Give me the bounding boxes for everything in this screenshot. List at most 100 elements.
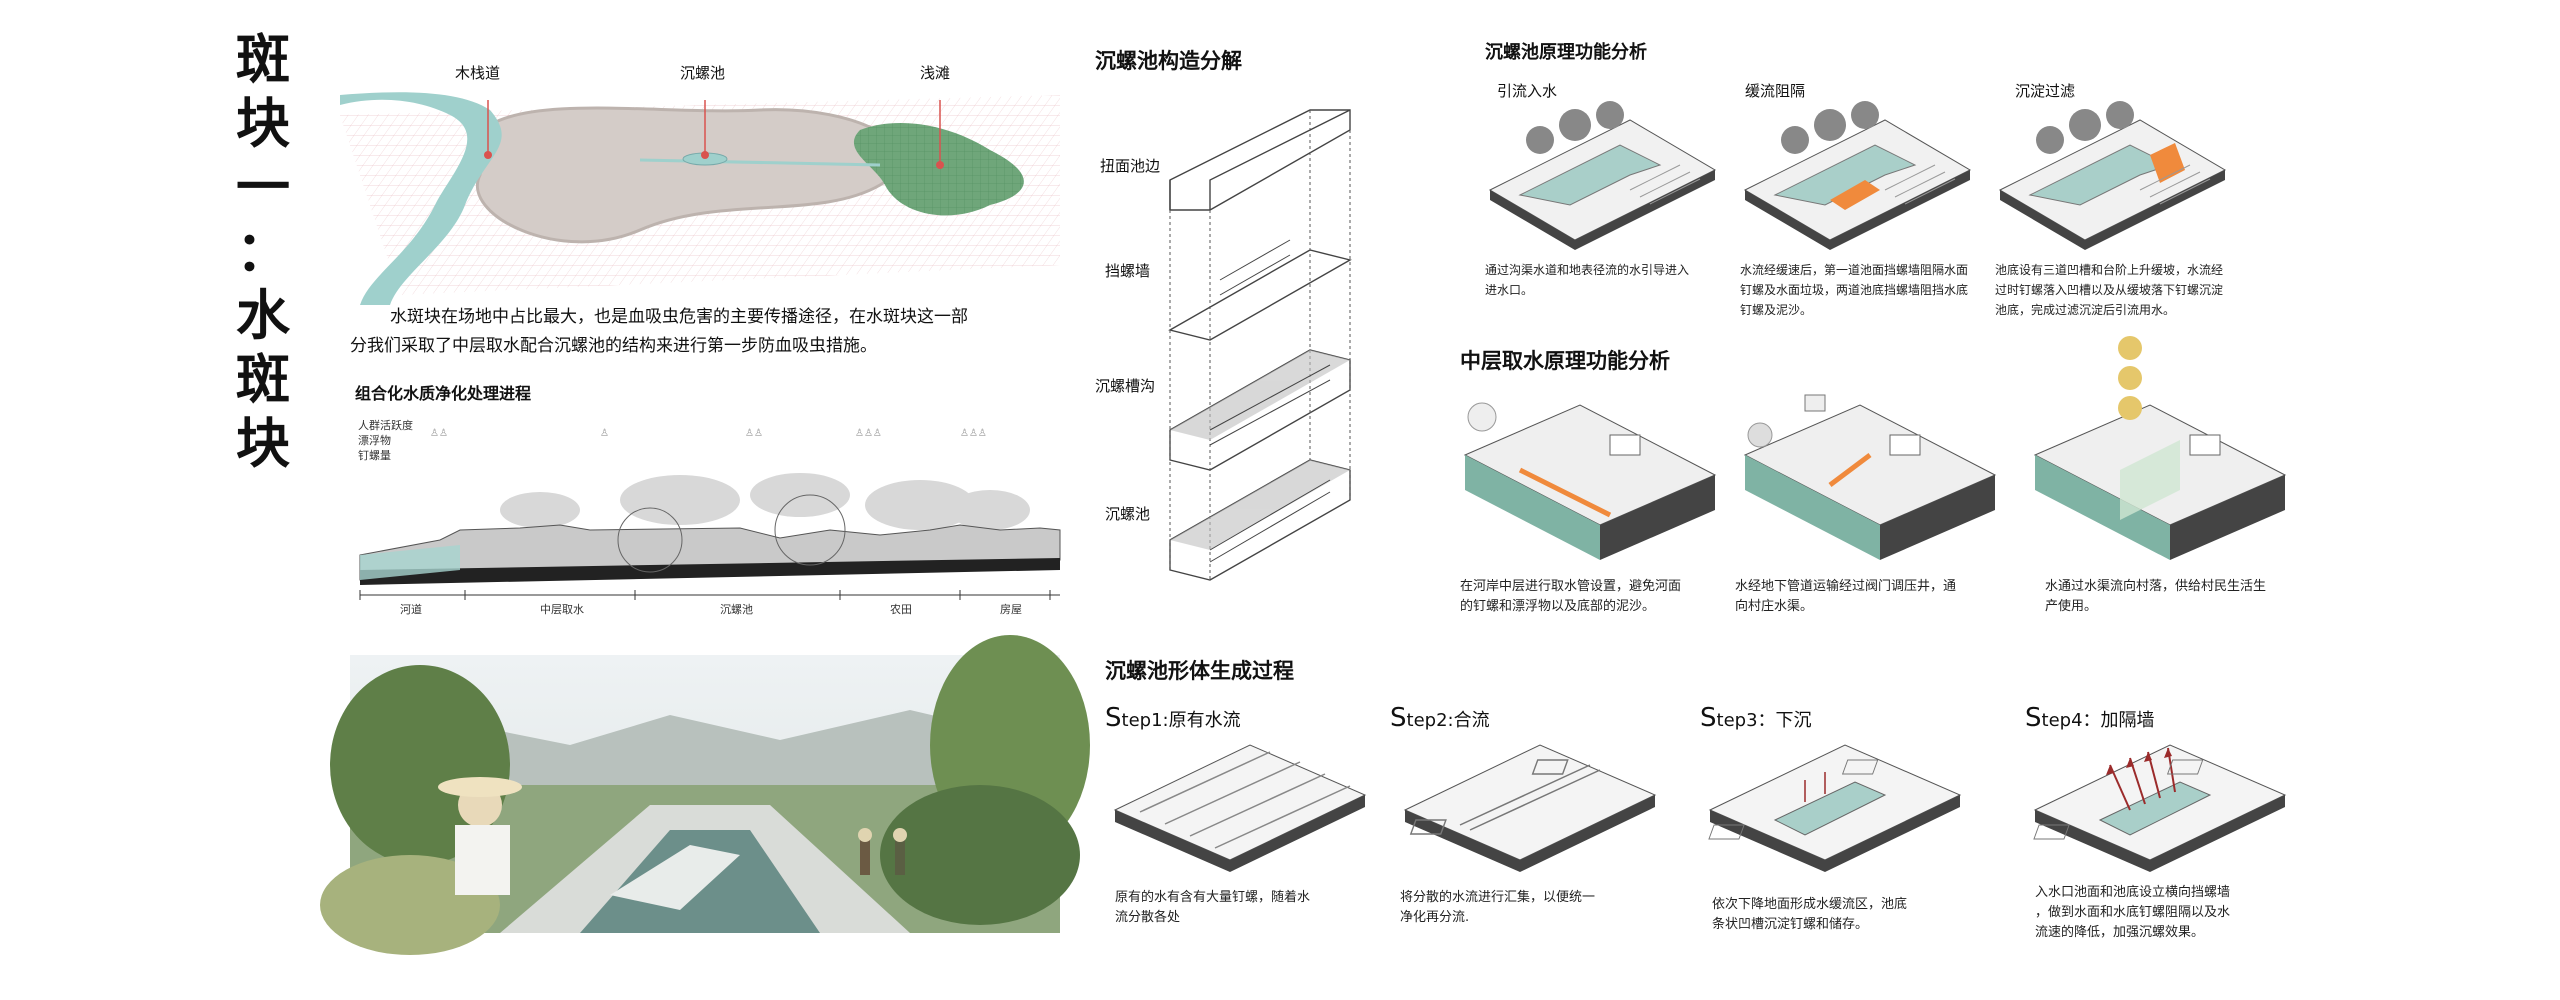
principle-item-2-title: 缓流阻隔 xyxy=(1745,82,1806,100)
midwater-diagram-3 xyxy=(2033,336,2287,560)
zone-house: 房屋 xyxy=(1000,603,1022,616)
desc-line: 在河岸中层进行取水管设置，避免河面 xyxy=(1460,579,1682,594)
step-initial: S xyxy=(1390,703,1407,733)
midwater-item-2-desc: 水经地下管道运输经过阀门调压井，通 向村庄水渠。 xyxy=(1735,577,1995,617)
step-text: tep2:合流 xyxy=(1406,710,1490,731)
desc-line: 池底，完成过滤沉淀后引流用水。 xyxy=(1995,303,2176,317)
desc-line: 条状凹槽沉淀钉螺和储存。 xyxy=(1712,917,1869,932)
step-2-desc: 将分散的水流进行汇集，以便统一 净化再分流. xyxy=(1400,888,1660,928)
desc-line: 流分散各处 xyxy=(1115,910,1181,925)
step-text: tep1:原有水流 xyxy=(1121,710,1241,731)
intro-line-2: 分我们采取了中层取水配合沉螺池的结构来进行第一步防血吸虫措施。 xyxy=(350,336,877,356)
decompose-label-pool: 沉螺池 xyxy=(1105,505,1151,523)
svg-text:♙♙: ♙♙ xyxy=(745,428,763,439)
step-2-diagram xyxy=(1403,744,1657,872)
principle-item-2-desc: 水流经缓速后，第一道池面挡螺墙阻隔水面 钉螺及水面垃圾，两道池底挡螺墙阻挡水底 … xyxy=(1740,260,1980,320)
desc-line: 流速的降低，加强沉螺效果。 xyxy=(2035,925,2205,940)
desc-line: 水流经缓速后，第一道池面挡螺墙阻隔水面 xyxy=(1740,263,1969,277)
title-char: 斑 xyxy=(236,348,290,411)
site-map xyxy=(340,92,1060,305)
title-char: ： xyxy=(236,220,290,283)
desc-line: 入水口池面和池底设立横向挡螺墙 xyxy=(2035,885,2231,900)
desc-line: 依次下降地面形成水缓流区，池底 xyxy=(1712,897,1908,912)
decompose-title: 沉螺池构造分解 xyxy=(1095,49,1242,73)
desc-line: 水经地下管道运输经过阀门调压井，通 xyxy=(1735,579,1957,594)
decompose-label-wall: 挡螺墙 xyxy=(1105,262,1151,280)
intro-text: 水斑块在场地中占比最大，也是血吸虫危害的主要传播途径，在水斑块这一部 分我们采取… xyxy=(350,303,1070,361)
step-3-title: Step3：下沉 xyxy=(1700,703,1812,733)
desc-line: 通过沟渠水道和地表径流的水引导进入 xyxy=(1485,263,1690,277)
desc-line: ，做到水面和水底钉螺阻隔以及水 xyxy=(2035,905,2231,920)
legend-activity: 人群活跃度 xyxy=(358,419,413,432)
step-3-desc: 依次下降地面形成水缓流区，池底 条状凹槽沉淀钉螺和储存。 xyxy=(1712,895,1972,935)
legend-snail: 钉螺量 xyxy=(358,449,391,462)
purify-title: 组合化水质净化处理进程 xyxy=(355,384,532,403)
midwater-item-3-desc: 水通过水渠流向村落，供给村民生活生 产使用。 xyxy=(2045,577,2305,617)
step-4-desc: 入水口池面和池底设立横向挡螺墙 ，做到水面和水底钉螺阻隔以及水 流速的降低，加强… xyxy=(2035,883,2295,943)
zone-river: 河道 xyxy=(400,603,422,616)
title-char: 斑 xyxy=(236,28,290,91)
title-char: 一 xyxy=(236,156,290,219)
purify-legend: 人群活跃度 漂浮物 钉螺量 xyxy=(358,418,413,463)
principle-item-1-title: 引流入水 xyxy=(1497,82,1558,100)
zone-snail-pool: 沉螺池 xyxy=(720,603,753,616)
step-2-title: Step2:合流 xyxy=(1390,703,1490,733)
map-label-shoal: 浅滩 xyxy=(920,64,951,82)
midwater-title: 中层取水原理功能分析 xyxy=(1460,349,1670,373)
desc-line: 钉螺及泥沙。 xyxy=(1740,303,1813,317)
desc-line: 产使用。 xyxy=(2045,599,2098,614)
map-land xyxy=(476,106,903,244)
title-char: 水 xyxy=(236,284,290,347)
decompose-label-edge: 扭面池边 xyxy=(1100,157,1161,175)
steps-title: 沉螺池形体生成过程 xyxy=(1105,659,1294,683)
midwater-diagram-2 xyxy=(1743,394,1997,560)
desc-line: 向村庄水渠。 xyxy=(1735,599,1814,614)
step-1-diagram xyxy=(1113,744,1367,872)
principle-item-3-title: 沉淀过滤 xyxy=(2015,82,2076,100)
legend-floating: 漂浮物 xyxy=(358,434,391,447)
vertical-title: 斑 块 一 ： 水 斑 块 xyxy=(228,28,298,476)
principle-item-3-desc: 池底设有三道凹槽和台阶上升缓坡，水流经 过时钉螺落入凹槽以及从缓坡落下钉螺沉淀 … xyxy=(1995,260,2235,320)
svg-text:♙: ♙ xyxy=(600,428,609,439)
desc-line: 池底设有三道凹槽和台阶上升缓坡，水流经 xyxy=(1995,263,2224,277)
principle-item-1-desc: 通过沟渠水道和地表径流的水引导进入 进水口。 xyxy=(1485,260,1725,300)
midwater-item-1-desc: 在河岸中层进行取水管设置，避免河面 的钉螺和漂浮物以及底部的泥沙。 xyxy=(1460,577,1720,617)
map-river xyxy=(340,92,502,305)
purify-section: ♙♙♙♙♙♙♙♙♙♙♙ xyxy=(359,428,1061,600)
map-label-snail-pool: 沉螺池 xyxy=(680,64,726,82)
midwater-diagram-1 xyxy=(1463,402,1717,560)
svg-text:♙♙: ♙♙ xyxy=(430,428,448,439)
step-text: tep3：下沉 xyxy=(1716,710,1812,731)
step-initial: S xyxy=(2025,703,2042,733)
principle-title: 沉螺池原理功能分析 xyxy=(1485,42,1647,63)
decompose-diagram xyxy=(1168,109,1352,581)
desc-line: 将分散的水流进行汇集，以便统一 xyxy=(1400,890,1596,905)
title-char: 块 xyxy=(236,412,290,475)
map-label-boardwalk: 木栈道 xyxy=(455,64,501,82)
step-4-diagram xyxy=(2033,744,2287,872)
desc-line: 的钉螺和漂浮物以及底部的泥沙。 xyxy=(1460,599,1656,614)
step-1-title: Step1:原有水流 xyxy=(1105,703,1241,733)
principle-diagram-1 xyxy=(1488,101,1717,250)
desc-line: 过时钉螺落入凹槽以及从缓坡落下钉螺沉淀 xyxy=(1995,283,2224,297)
title-char: 块 xyxy=(236,92,290,155)
desc-line: 进水口。 xyxy=(1485,283,1534,297)
desc-line: 水通过水渠流向村落，供给村民生活生 xyxy=(2045,579,2267,594)
desc-line: 钉螺及水面垃圾，两道池底挡螺墙阻挡水底 xyxy=(1740,283,1969,297)
zone-midwater: 中层取水 xyxy=(540,603,584,616)
step-3-diagram xyxy=(1708,744,1962,872)
principle-diagram-2 xyxy=(1743,101,1972,250)
step-1-desc: 原有的水有含有大量钉螺，随着水 流分散各处 xyxy=(1115,888,1375,928)
decompose-label-groove: 沉螺槽沟 xyxy=(1095,377,1156,395)
step-initial: S xyxy=(1700,703,1717,733)
rendering-image xyxy=(320,635,1090,955)
desc-line: 净化再分流. xyxy=(1400,910,1470,925)
intro-line-1: 水斑块在场地中占比最大，也是血吸虫危害的主要传播途径，在水斑块这一部 xyxy=(390,307,968,327)
step-initial: S xyxy=(1105,703,1122,733)
svg-text:♙♙♙: ♙♙♙ xyxy=(960,428,987,439)
step-4-title: Step4：加隔墙 xyxy=(2025,703,2155,733)
svg-text:♙♙♙: ♙♙♙ xyxy=(855,428,882,439)
step-text: tep4：加隔墙 xyxy=(2041,710,2155,731)
principle-diagram-3 xyxy=(1998,101,2227,250)
desc-line: 原有的水有含有大量钉螺，随着水 xyxy=(1115,890,1311,905)
